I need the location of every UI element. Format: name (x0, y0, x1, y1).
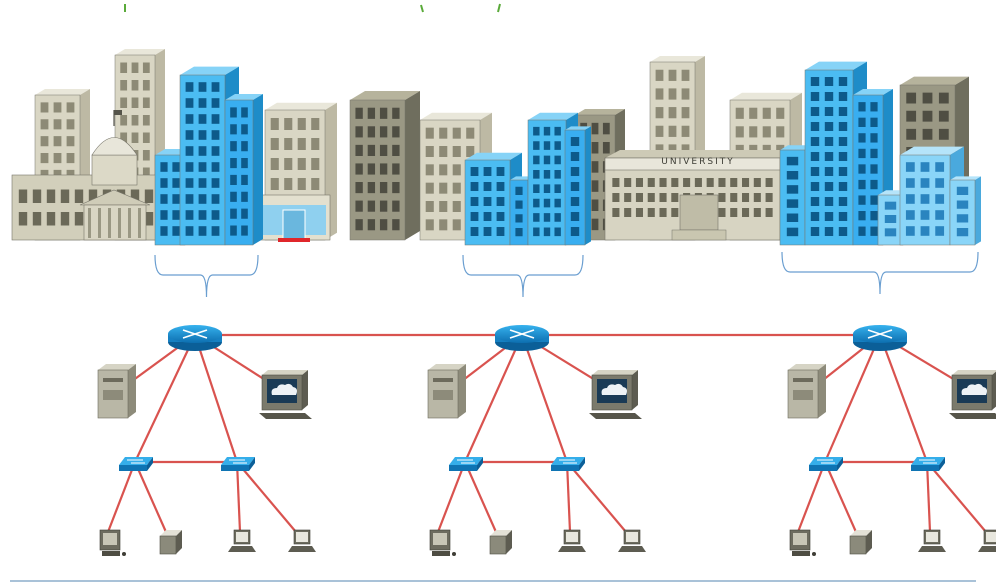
workstation-2 (589, 370, 642, 419)
server-3 (787, 364, 826, 419)
link-switch-1-host-2 (133, 461, 168, 533)
bracket-campus-1 (154, 254, 259, 298)
link-switch-3-host-4 (926, 461, 987, 533)
bracket-campus-2 (462, 254, 584, 298)
link-switch-3-host-2 (823, 461, 858, 533)
university-building (604, 150, 790, 241)
shop-building (257, 194, 331, 242)
server-1 (97, 364, 136, 419)
building-dark-1 (349, 91, 420, 241)
host-pc-2 (429, 529, 456, 556)
link-switch-1-host-3 (235, 461, 242, 533)
router-2 (495, 325, 549, 351)
blue-tower-2a (464, 152, 522, 246)
workstation-1 (259, 370, 312, 419)
server-2 (427, 364, 466, 419)
switch-2a (449, 457, 483, 471)
bracket-campus-3 (781, 251, 979, 295)
host-pc-1 (99, 529, 126, 556)
link-switch-3-host-1 (796, 461, 827, 533)
workstation-3 (949, 370, 996, 419)
university-sign: UNIVERSITY (661, 157, 734, 167)
city-skyline-blue-towers (154, 61, 981, 246)
blue-tower-2d (564, 126, 591, 246)
router-1 (168, 325, 222, 351)
host-printer-3 (849, 530, 872, 555)
campus-brackets (154, 251, 979, 298)
link-switch-2-host-3 (565, 461, 572, 533)
link-switch-2-host-1 (436, 461, 467, 533)
switch-1a (119, 457, 153, 471)
host-laptop-1a (228, 529, 256, 552)
host-laptop-3a (918, 529, 946, 552)
host-laptop-3b (978, 529, 996, 552)
capitol-building (11, 110, 158, 241)
link-router-3-switch-b (878, 334, 929, 463)
blue-tower-3f (949, 176, 981, 246)
host-pc-3 (789, 529, 816, 556)
switch-1b (221, 457, 255, 471)
link-switch-1-host-1 (106, 461, 137, 533)
link-switch-1-host-4 (236, 461, 297, 533)
host-printer-2 (489, 530, 512, 555)
link-switch-2-host-2 (463, 461, 498, 533)
network-links (106, 333, 987, 533)
blue-tower-1c (224, 94, 263, 246)
host-laptop-2a (558, 529, 586, 552)
top-marks (124, 3, 501, 13)
switch-2b (551, 457, 585, 471)
link-router-2-switch-b (520, 334, 569, 463)
host-printer-1 (159, 530, 182, 555)
footer-divider (10, 580, 976, 582)
switch-3a (809, 457, 843, 471)
host-laptop-1b (288, 529, 316, 552)
router-3 (853, 325, 907, 351)
link-router-1-switch-a (134, 334, 196, 463)
switch-3b (911, 457, 945, 471)
host-laptop-2b (618, 529, 646, 552)
link-switch-3-host-3 (925, 461, 932, 533)
link-router-2-switch-a (463, 334, 524, 463)
network-devices (97, 325, 996, 556)
link-router-1-switch-b (193, 334, 239, 463)
link-router-3-switch-a (823, 334, 882, 463)
link-switch-2-host-4 (566, 461, 627, 533)
